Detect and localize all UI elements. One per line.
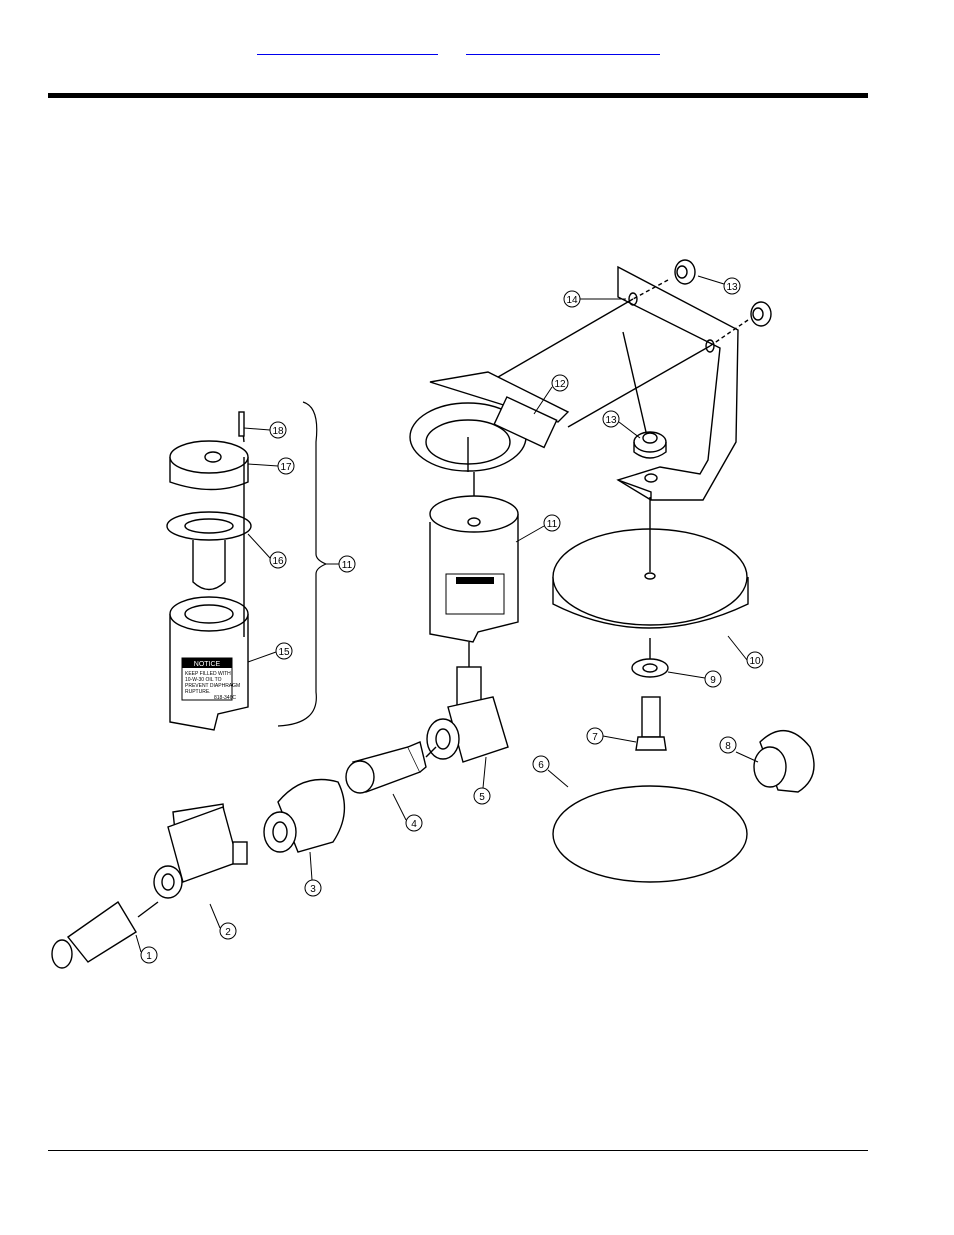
notice-label-title: NOTICE	[194, 661, 221, 668]
ball-valve	[154, 804, 247, 898]
callout-2: 2	[225, 927, 231, 938]
callout-13b: 13	[726, 282, 738, 293]
elbow-fitting	[427, 642, 508, 762]
callout-8: 8	[725, 741, 731, 752]
parts-diagram: 1 2 3 4 5 6 7 8 9 10 11 11 12 13 13 14 1…	[48, 242, 828, 972]
hose-barb	[52, 902, 136, 968]
notice-line-4: RUPTURE.	[185, 689, 211, 695]
clamp	[410, 372, 568, 472]
callout-11a: 11	[547, 519, 558, 530]
cylinder-centre	[430, 472, 518, 642]
notice-part: 818-346C	[214, 695, 236, 701]
callout-12: 12	[554, 379, 566, 390]
callout-14: 14	[566, 295, 578, 306]
bolt	[636, 697, 666, 750]
magnet-base	[553, 497, 748, 662]
callout-7: 7	[592, 732, 598, 743]
callout-17: 17	[280, 462, 292, 473]
rubber-pad	[553, 786, 747, 882]
header-link-2[interactable]	[466, 34, 660, 55]
callout-11b: 11	[342, 560, 353, 571]
footer-rule	[48, 1150, 868, 1151]
mounting-bracket	[618, 267, 738, 500]
header-rule	[48, 93, 868, 98]
callout-18: 18	[272, 426, 284, 437]
cap	[754, 731, 814, 792]
callout-3: 3	[310, 884, 316, 895]
callout-5: 5	[479, 792, 485, 803]
callout-9: 9	[710, 675, 716, 686]
callout-13a: 13	[605, 415, 617, 426]
callout-10: 10	[749, 656, 761, 667]
callout-1: 1	[146, 951, 152, 962]
header-link-1[interactable]	[257, 34, 438, 55]
coupler	[346, 742, 436, 793]
quick-coupler	[264, 780, 344, 853]
callout-16: 16	[272, 556, 284, 567]
callout-6: 6	[538, 760, 544, 771]
callout-15: 15	[278, 647, 290, 658]
callout-4: 4	[411, 819, 417, 830]
washer	[632, 659, 668, 677]
